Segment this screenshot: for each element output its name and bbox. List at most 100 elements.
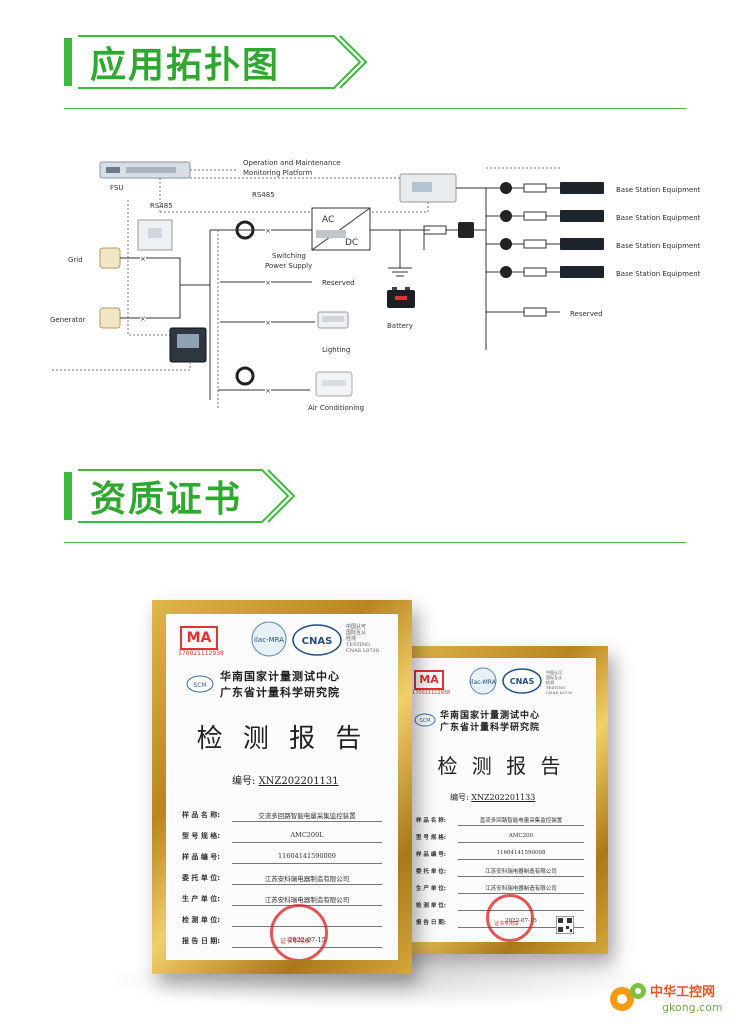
- title-accent-bar: [64, 38, 72, 86]
- field-value: 11604141590009: [278, 852, 336, 860]
- field-underline: [458, 825, 584, 826]
- svg-text:ilac-MRA: ilac-MRA: [470, 679, 497, 686]
- ilac-logo-2: ilac-MRA: [469, 667, 497, 695]
- certificate-frame-2: MA 170021112938 ilac-MRA CNAS 中国认可 国际互认 …: [394, 646, 608, 954]
- field-label: 型 号 规 格:: [416, 835, 446, 841]
- field-label: 生 产 单 位:: [182, 895, 221, 903]
- field-label: 型 号 规 格:: [182, 832, 221, 840]
- svg-text:SCM: SCM: [420, 718, 431, 724]
- rs485-top-label: RS485: [252, 191, 275, 199]
- watermark-url: gkong.com: [662, 1001, 723, 1014]
- rs485-left-label: RS485: [150, 202, 173, 210]
- certificate-area: MA 170021112938 ilac-MRA CNAS 中国认可 国际互认 …: [0, 560, 750, 1031]
- svg-text:×: ×: [140, 315, 146, 323]
- field-underline: [458, 842, 584, 843]
- topology-diagram: FSU Operation and Maintenance Monitoring…: [50, 159, 701, 412]
- ac-label: AC: [322, 215, 334, 225]
- title-accent-bar-2: [64, 472, 72, 520]
- field-value: AMC200L: [290, 831, 324, 839]
- cnas-logo-2: CNAS: [502, 668, 542, 694]
- svg-text:SCM: SCM: [193, 682, 206, 689]
- field-label: 样 品 名 称:: [182, 811, 221, 819]
- grid-ct: [99, 247, 121, 269]
- air-conditioning-label: Air Conditioning: [308, 404, 364, 412]
- generator-label: Generator: [50, 316, 86, 324]
- svg-text:ilac-MRA: ilac-MRA: [254, 636, 284, 644]
- field-label: 报 告 日 期:: [182, 937, 221, 945]
- ma-number-1: 170021112938: [178, 650, 224, 657]
- report-title-1: 检 测 报 告: [196, 724, 368, 754]
- number-value-1: XNZ202201131: [258, 776, 339, 787]
- field-label: 生 产 单 位:: [416, 886, 446, 892]
- field-underline: [232, 863, 382, 864]
- field-underline: [458, 876, 584, 877]
- report-number-1: 编号: XNZ202201131: [232, 772, 339, 787]
- grid-label: Grid: [68, 256, 83, 264]
- svg-text:×: ×: [140, 255, 146, 263]
- ct-ring-2: [235, 366, 255, 386]
- field-value: 江苏安科瑞电器制造有限公司: [264, 875, 350, 883]
- section-divider: [64, 108, 686, 109]
- certificate-frame-1: MA 170021112938 ilac-MRA CNAS 中国认可 国际互认 …: [152, 600, 412, 974]
- certificate-section-title: 资质证书: [90, 479, 243, 520]
- reserved-mid-label: Reserved: [322, 279, 355, 287]
- qr-code-icon-2: [556, 916, 574, 934]
- org-name-2-2: 广东省计量科学研究院: [440, 723, 541, 733]
- field-value: 直流多回路智能电量采集监控装置: [479, 818, 563, 824]
- svg-text:CNAS: CNAS: [510, 677, 535, 686]
- number-label-2: 编号:: [450, 793, 469, 802]
- base-station-branches: [486, 182, 604, 317]
- battery-label: Battery: [387, 322, 413, 330]
- certificate-paper-1: MA 170021112938 ilac-MRA CNAS 中国认可 国际互认 …: [166, 614, 398, 960]
- field-label: 报 告 日 期:: [416, 920, 446, 926]
- number-value-2: XNZ202201133: [471, 793, 536, 802]
- ma-number-2: 170021112938: [412, 690, 451, 696]
- ma-logo-1: MA: [180, 626, 218, 650]
- section-divider-2: [64, 542, 686, 543]
- ma-logo-2: MA: [414, 670, 444, 690]
- stamp-text-2: 证书专用章: [494, 921, 520, 927]
- field-underline: [458, 893, 584, 894]
- field-label: 检 测 单 位:: [182, 916, 221, 924]
- page-title: 应用拓扑图: [90, 45, 281, 86]
- base-station-2: Base Station Equipment: [616, 214, 701, 222]
- report-title-2: 检 测 报 告: [437, 754, 565, 778]
- dc-label: DC: [345, 238, 358, 248]
- svg-text:CNAS: CNAS: [302, 636, 333, 647]
- field-underline: [458, 859, 584, 860]
- field-label: 样 品 编 号:: [416, 852, 446, 858]
- certificate-paper-2: MA 170021112938 ilac-MRA CNAS 中国认可 国际互认 …: [406, 658, 596, 942]
- title-arrow-frame: [78, 35, 368, 89]
- field-value: 江苏安科瑞电器制造有限公司: [264, 896, 350, 904]
- reserved-right-label: Reserved: [570, 310, 603, 318]
- field-underline: [232, 821, 382, 822]
- watermark-name: 中华工控网: [650, 985, 716, 1000]
- cnas-small-2: 中国认可 国际互认 检测 TESTING CNAS L0730: [546, 670, 573, 695]
- field-value: 交流多回路智能电量采集监控装置: [258, 812, 356, 820]
- field-label: 委 托 单 位:: [416, 869, 446, 875]
- ilac-logo-1: ilac-MRA: [251, 621, 287, 657]
- org-name-1-2: 华南国家计量测试中心: [440, 711, 541, 721]
- number-label-1: 编号:: [232, 776, 256, 787]
- field-label: 检 测 单 位:: [416, 903, 446, 909]
- red-stamp-1: [270, 904, 328, 960]
- fsu-label: FSU: [110, 184, 123, 192]
- red-stamp-2: [486, 894, 534, 942]
- title-arrow-frame-2: [78, 469, 296, 523]
- report-number-2: 编号: XNZ202201133: [450, 792, 535, 803]
- cnas-small-1: 中国认可 国际互认 检测 TESTING CNAS L0730: [346, 624, 379, 654]
- svg-text:×: ×: [265, 387, 271, 395]
- section-title-certificates: 资质证书: [64, 466, 296, 526]
- platform-label-2: Monitoring Platform: [243, 169, 312, 177]
- stamp-text-1: 证书专用章: [280, 938, 311, 945]
- svg-text:×: ×: [265, 319, 271, 327]
- field-label: 样 品 名 称:: [416, 818, 446, 824]
- gear-icon: [610, 983, 646, 1011]
- field-value: 11604141590008: [496, 850, 546, 856]
- base-station-1: Base Station Equipment: [616, 186, 701, 194]
- field-underline: [232, 842, 382, 843]
- field-value: AMC200: [508, 833, 534, 839]
- base-station-4: Base Station Equipment: [616, 270, 701, 278]
- watermark-logo: 中华工控网 gkong.com: [606, 975, 742, 1021]
- section-title-topology: 应用拓扑图: [64, 32, 368, 92]
